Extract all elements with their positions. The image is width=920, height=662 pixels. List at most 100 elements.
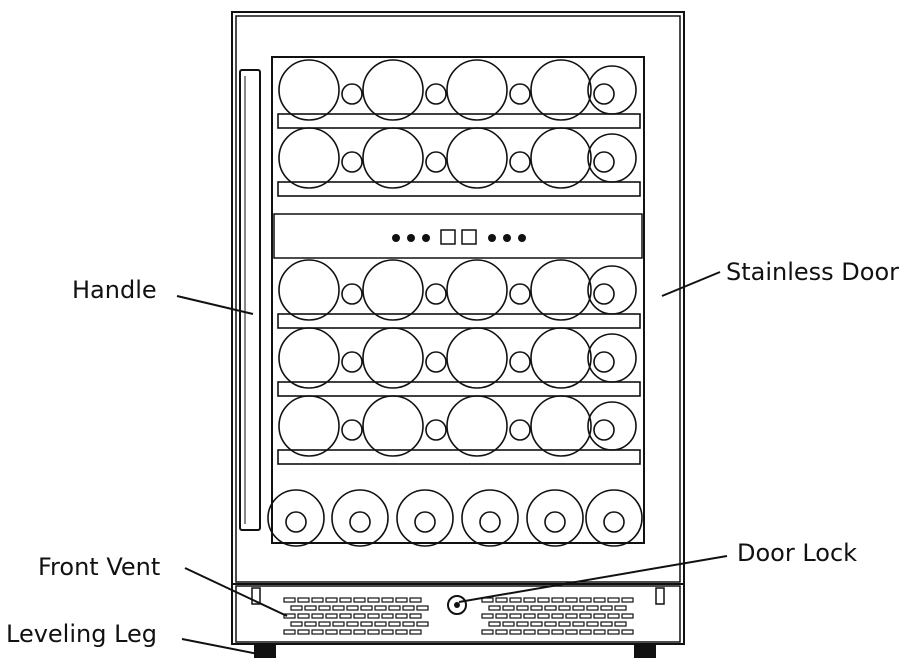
vent-slot xyxy=(409,629,422,635)
wine-bottle-neck xyxy=(341,283,363,305)
vent-slot xyxy=(495,613,508,619)
front-vent-grille-left xyxy=(283,597,429,635)
vent-slot xyxy=(523,597,536,603)
wine-bottle-neck xyxy=(425,83,447,105)
vent-slot xyxy=(530,605,543,611)
wine-bottle-end xyxy=(362,127,424,189)
wine-bottle-end xyxy=(446,259,508,321)
vent-slot xyxy=(416,605,429,611)
wine-bottle-end xyxy=(267,489,325,547)
vent-slot xyxy=(523,629,536,635)
wine-bottle-end xyxy=(278,59,340,121)
wine-bottle-neck xyxy=(593,351,615,373)
wine-bottle-end xyxy=(530,259,592,321)
vent-slot xyxy=(318,605,331,611)
vent-slot xyxy=(388,605,401,611)
wine-bottle-end xyxy=(530,127,592,189)
wine-bottle-end xyxy=(446,59,508,121)
wine-bottle-neck xyxy=(593,419,615,441)
wine-bottle-end xyxy=(278,395,340,457)
glass-pane xyxy=(271,56,645,544)
vent-slot xyxy=(360,605,373,611)
vent-slot xyxy=(374,621,387,627)
vent-slot xyxy=(579,629,592,635)
wine-rack-row xyxy=(277,327,641,397)
wine-bottle-end xyxy=(530,59,592,121)
wine-bottle-neck xyxy=(509,419,531,441)
leveling-leg-left xyxy=(254,644,276,658)
vent-slot xyxy=(367,613,380,619)
vent-slot xyxy=(290,621,303,627)
wine-bottle-neck xyxy=(341,351,363,373)
door-lock-label: Door Lock xyxy=(737,539,857,567)
vent-slot xyxy=(304,605,317,611)
wine-rack-row xyxy=(277,259,641,329)
leveling-leg-right xyxy=(634,644,656,658)
shelf-rail xyxy=(277,449,641,465)
wine-bottle-neck xyxy=(544,511,566,533)
door-handle xyxy=(239,69,261,531)
vent-slot xyxy=(495,629,508,635)
vent-slot xyxy=(572,621,585,627)
vent-slot xyxy=(551,613,564,619)
wine-bottle-neck xyxy=(593,283,615,305)
wine-bottle-end xyxy=(530,395,592,457)
vent-slot xyxy=(381,597,394,603)
vent-slot xyxy=(607,613,620,619)
vent-slot xyxy=(502,621,515,627)
wine-bottle-end xyxy=(530,327,592,389)
vent-slot xyxy=(579,597,592,603)
vent-slot xyxy=(339,597,352,603)
vent-slot xyxy=(381,613,394,619)
temperature-display-right xyxy=(461,229,477,245)
vent-slot xyxy=(353,597,366,603)
vent-slot xyxy=(621,629,634,635)
wine-bottle-neck xyxy=(425,151,447,173)
vent-slot xyxy=(607,597,620,603)
wine-bottle-end xyxy=(362,327,424,389)
wine-bottle-neck xyxy=(425,351,447,373)
temperature-display-left xyxy=(440,229,456,245)
vent-slot xyxy=(290,605,303,611)
shelf-rail xyxy=(277,313,641,329)
vent-slot xyxy=(523,613,536,619)
vent-slot xyxy=(325,613,338,619)
vent-slot xyxy=(565,613,578,619)
wine-bottle-neck xyxy=(414,511,436,533)
vent-slot xyxy=(304,621,317,627)
vent-slot xyxy=(488,621,501,627)
door-lock-leader-line xyxy=(458,555,728,603)
wine-bottle-end xyxy=(331,489,389,547)
vent-slot xyxy=(537,629,550,635)
wine-bottle-neck xyxy=(349,511,371,533)
vent-slot xyxy=(395,629,408,635)
bottom-kick-plate xyxy=(235,585,681,643)
wine-bottle-neck xyxy=(425,283,447,305)
vent-slot xyxy=(593,629,606,635)
vent-slot xyxy=(395,597,408,603)
leveling-leg-label: Leveling Leg xyxy=(6,620,157,648)
vent-slot xyxy=(600,621,613,627)
vent-slot xyxy=(311,629,324,635)
cabinet-outline xyxy=(231,11,685,645)
vent-slot xyxy=(621,597,634,603)
vent-slot xyxy=(495,597,508,603)
handle-label: Handle xyxy=(72,276,157,304)
vent-slot xyxy=(614,605,627,611)
wine-bottle-neck xyxy=(285,511,307,533)
vent-slot xyxy=(416,621,429,627)
control-panel xyxy=(273,213,643,259)
vent-slot xyxy=(481,629,494,635)
wine-bottle-end xyxy=(585,489,643,547)
vent-slot xyxy=(530,621,543,627)
vent-slot xyxy=(481,613,494,619)
vent-slot xyxy=(600,605,613,611)
vent-slot xyxy=(297,629,310,635)
vent-slot xyxy=(402,605,415,611)
wine-bottle-neck xyxy=(593,151,615,173)
wine-bottle-neck xyxy=(341,151,363,173)
front-vent-leader-line xyxy=(184,567,288,617)
wine-rack-row xyxy=(277,59,641,129)
vent-slot xyxy=(558,621,571,627)
vent-slot xyxy=(339,629,352,635)
